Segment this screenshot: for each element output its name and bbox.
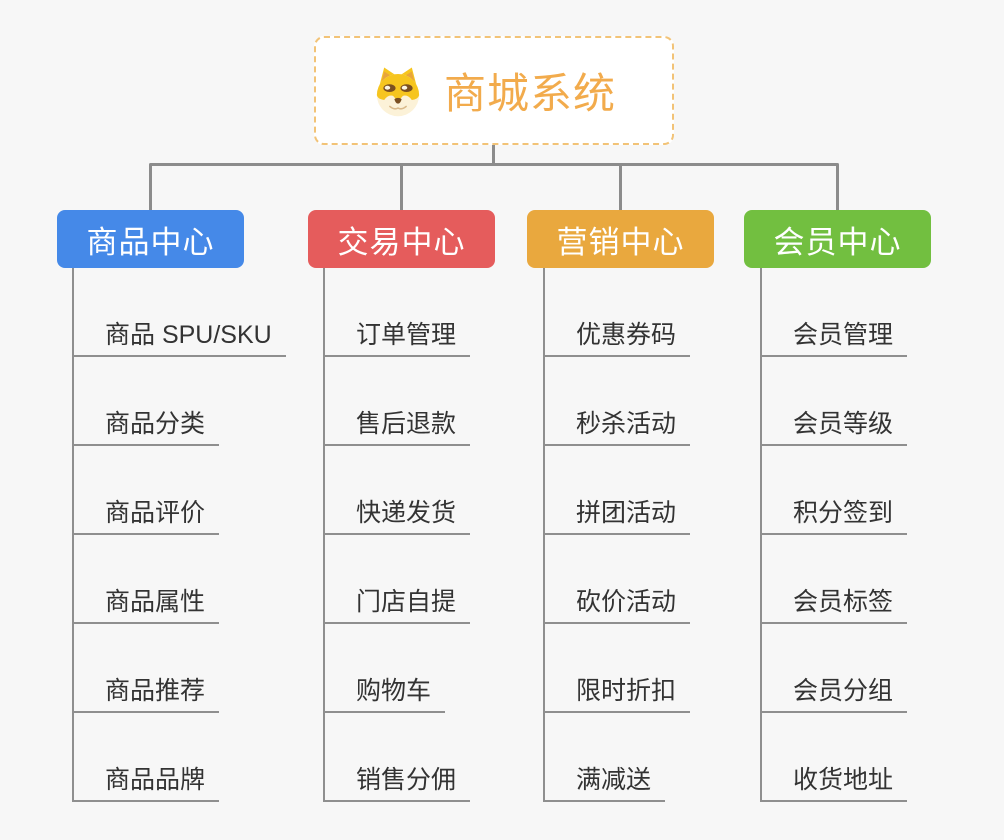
node-group-buy[interactable]: 拼团活动 [543, 493, 691, 535]
node-flash-sale[interactable]: 秒杀活动 [543, 404, 691, 446]
connector-bus [149, 163, 839, 166]
branch-label: 营销中心 [556, 224, 685, 260]
node-member-tag[interactable]: 会员标签 [760, 582, 908, 624]
node-member-management[interactable]: 会员管理 [760, 315, 908, 357]
branch-spine [323, 268, 325, 802]
node-shipping-address[interactable]: 收货地址 [760, 760, 908, 802]
connector-drop [619, 165, 622, 211]
connector-drop [149, 165, 152, 211]
node-limited-time-discount[interactable]: 限时折扣 [543, 671, 691, 713]
node-product-attribute[interactable]: 商品属性 [72, 582, 220, 624]
branch-label: 商品中心 [86, 224, 215, 260]
connector-drop [400, 165, 403, 211]
node-express-shipping[interactable]: 快递发货 [323, 493, 471, 535]
branch-box-marketing-center[interactable]: 营销中心 [527, 210, 714, 268]
node-product-recommend[interactable]: 商品推荐 [72, 671, 220, 713]
connector-drop [836, 165, 839, 211]
branch-spine [543, 268, 545, 802]
connector-root-stem [492, 145, 495, 164]
node-aftersale-refund[interactable]: 售后退款 [323, 404, 471, 446]
node-store-pickup[interactable]: 门店自提 [323, 582, 471, 624]
node-order-management[interactable]: 订单管理 [323, 315, 471, 357]
node-member-group[interactable]: 会员分组 [760, 671, 908, 713]
branch-label: 会员中心 [773, 224, 902, 260]
branch-spine [72, 268, 74, 802]
branch-spine [760, 268, 762, 802]
node-product-spu-sku[interactable]: 商品 SPU/SKU [72, 315, 286, 357]
branch-label: 交易中心 [337, 224, 466, 260]
root-title: 商城系统 [443, 70, 616, 117]
branch-box-member-center[interactable]: 会员中心 [744, 210, 931, 268]
node-product-category[interactable]: 商品分类 [72, 404, 220, 446]
node-product-brand[interactable]: 商品品牌 [72, 760, 220, 802]
node-sales-commission[interactable]: 销售分佣 [323, 760, 471, 802]
node-points-checkin[interactable]: 积分签到 [760, 493, 908, 535]
node-product-review[interactable]: 商品评价 [72, 493, 220, 535]
node-member-level[interactable]: 会员等级 [760, 404, 908, 446]
branch-box-product-center[interactable]: 商品中心 [57, 210, 244, 268]
root-node[interactable]: 商城系统 [314, 36, 674, 145]
node-coupon-code[interactable]: 优惠券码 [543, 315, 691, 357]
node-bargain-activity[interactable]: 砍价活动 [543, 582, 691, 624]
node-spend-and-save[interactable]: 满减送 [543, 760, 666, 802]
doge-face-icon [376, 66, 420, 116]
branch-box-trade-center[interactable]: 交易中心 [308, 210, 495, 268]
node-shopping-cart[interactable]: 购物车 [323, 671, 446, 713]
